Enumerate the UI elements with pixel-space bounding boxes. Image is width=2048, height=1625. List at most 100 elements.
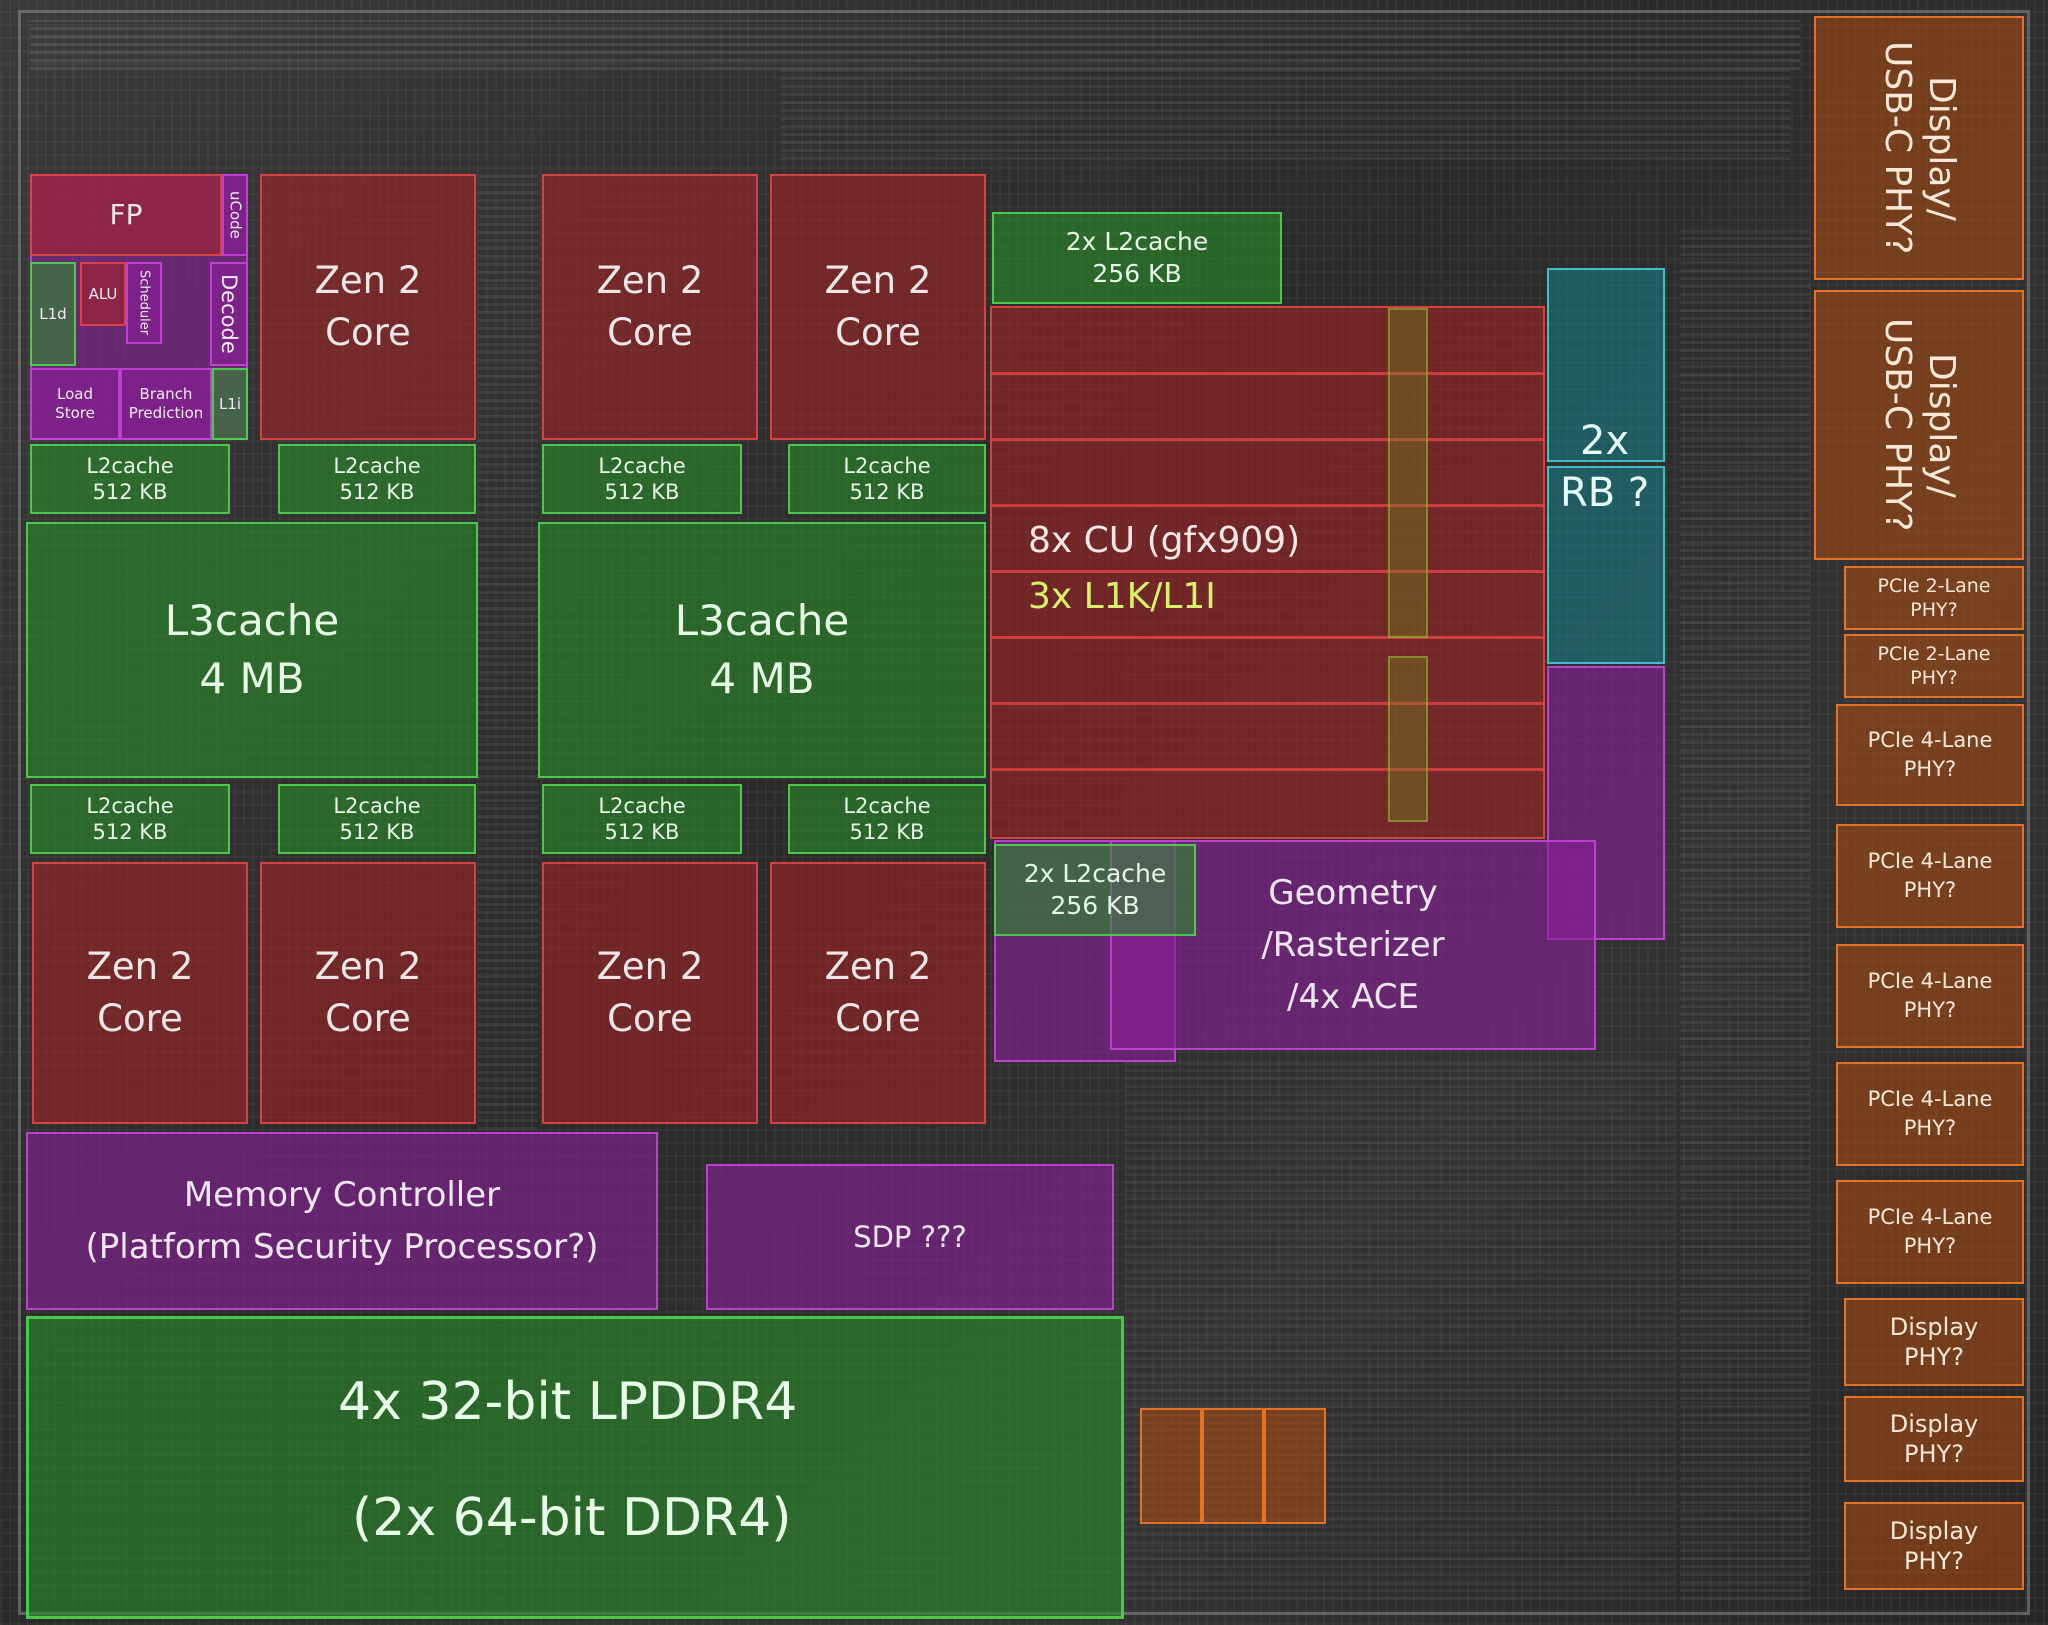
sdp-label: SDP ??? [853,1220,967,1254]
misc-phy-block [1264,1408,1326,1524]
l2-label: L2cache 512 KB [86,454,174,504]
l1i-cache: L1i [212,368,248,440]
core-label: Zen 2 Core [824,259,932,354]
gpu-l2-cache-bottom: 2x L2cache 256 KB [994,844,1196,936]
load-store-unit: Load Store [30,368,120,440]
render-backend-bottom [1547,466,1665,664]
zen2-core: Zen 2 Core [542,862,758,1124]
lpddr4-phy [26,1316,1124,1619]
cu-divider [990,768,1545,771]
l2-cache: L2cache 512 KB [278,784,476,854]
l2-label: L2cache 512 KB [598,454,686,504]
branch-prediction-unit: Branch Prediction [120,368,212,440]
pcie-2-lane-phy: PCIe 2-Lane PHY? [1844,566,2024,630]
alu-label: ALU [88,284,118,303]
decode-unit: Decode [210,262,248,366]
gpu-l2-cache-top: 2x L2cache 256 KB [992,212,1282,304]
zen2-core: Zen 2 Core [260,862,476,1124]
display-phy-label: Display PHY? [1889,1410,1979,1468]
zen2-core: Zen 2 Core [770,174,986,440]
ucode-unit: uCode [222,174,248,256]
cu-divider [990,636,1545,639]
usb-c-phy: Display/ USB-C PHY? [1814,16,2024,280]
l1k-l1i-strip [1388,656,1428,822]
pcie-4-lane-label: PCIe 4-Lane PHY? [1867,969,1993,1022]
l1d-cache: L1d [30,262,76,366]
usb-c-phy: Display/ USB-C PHY? [1814,290,2024,560]
ucode-label: uCode [226,191,245,239]
misc-phy-block [1140,1408,1202,1524]
ddr4-label: (2x 64-bit DDR4) [352,1488,792,1548]
zen2-core: Zen 2 Core [260,174,476,440]
cu-divider [990,504,1545,507]
cu-divider [990,702,1545,705]
top-io-strip [30,20,1800,70]
geometry-label: Geometry /Rasterizer /4x ACE [1261,873,1445,1017]
memory-controller-label: Memory Controller (Platform Security Pro… [85,1175,599,1267]
core-label: Zen 2 Core [596,259,704,354]
display-phy: Display PHY? [1844,1298,2024,1386]
load-store-label: Load Store [55,385,95,422]
alu-unit: ALU [80,262,126,326]
l1k-label: 3x L1K/L1I [1028,576,1216,617]
pcie-4-lane-label: PCIe 4-Lane PHY? [1867,849,1993,902]
misc-phy-block [1202,1408,1264,1524]
display-phy-label: Display PHY? [1889,1313,1979,1371]
l2-cache: L2cache 512 KB [788,444,986,514]
zen2-core: Zen 2 Core [770,862,986,1124]
l2-cache: L2cache 512 KB [542,784,742,854]
scheduler-label: Scheduler [136,270,152,336]
cpu-spine [478,170,538,1130]
l2-label: L2cache 512 KB [843,794,931,844]
render-backend-top [1547,268,1665,462]
l3-cache: L3cache 4 MB [26,522,478,778]
l3-cache: L3cache 4 MB [538,522,986,778]
l2-cache: L2cache 512 KB [30,444,230,514]
display-phy: Display PHY? [1844,1502,2024,1590]
branch-prediction-label: Branch Prediction [128,385,204,422]
rb-label: RB ? [1560,470,1650,516]
core-label: Zen 2 Core [314,945,422,1040]
right-logic-area [1680,230,1810,1600]
l1i-label: L1i [218,394,242,413]
core-label: Zen 2 Core [86,945,194,1040]
l1k-l1i-strip [1388,308,1428,638]
cu-label: 8x CU (gfx909) [1028,520,1301,561]
zen2-core: Zen 2 Core [32,862,248,1124]
fp-unit: FP [30,174,222,256]
cu-divider [990,570,1545,573]
core-label: Zen 2 Core [314,259,422,354]
l2-label: L2cache 512 KB [843,454,931,504]
gpu-l2-label: 2x L2cache 256 KB [1065,227,1209,288]
pcie-4-lane-phy: PCIe 4-Lane PHY? [1836,704,2024,806]
l1d-label: L1d [39,304,67,323]
cu-divider [990,372,1545,375]
pcie-4-lane-label: PCIe 4-Lane PHY? [1867,1087,1993,1140]
l2-cache: L2cache 512 KB [278,444,476,514]
l2-cache: L2cache 512 KB [30,784,230,854]
core-label: Zen 2 Core [596,945,704,1040]
l2-label: L2cache 512 KB [598,794,686,844]
gpu-l2-label: 2x L2cache 256 KB [1023,859,1167,920]
fp-label: FP [109,198,143,231]
pcie-4-lane-label: PCIe 4-Lane PHY? [1867,1205,1993,1258]
decode-label: Decode [217,274,241,354]
core-label: Zen 2 Core [824,945,932,1040]
l2-label: L2cache 512 KB [333,794,421,844]
pcie-4-lane-phy: PCIe 4-Lane PHY? [1836,1062,2024,1166]
pcie-4-lane-label: PCIe 4-Lane PHY? [1867,728,1993,781]
l2-label: L2cache 512 KB [333,454,421,504]
usb-c-phy-label: Display/ USB-C PHY? [1877,318,1962,532]
l2-cache: L2cache 512 KB [542,444,742,514]
pcie-4-lane-phy: PCIe 4-Lane PHY? [1836,1180,2024,1284]
display-phy: Display PHY? [1844,1396,2024,1482]
pcie-2-lane-label: PCIe 2-Lane PHY? [1877,643,1991,689]
cu-divider [990,438,1545,441]
scheduler-unit: Scheduler [126,262,162,344]
l3-label: L3cache 4 MB [674,596,850,703]
zen2-core: Zen 2 Core [542,174,758,440]
top-logic-area [780,70,1790,160]
pcie-4-lane-phy: PCIe 4-Lane PHY? [1836,944,2024,1048]
pcie-2-lane-phy: PCIe 2-Lane PHY? [1844,634,2024,698]
